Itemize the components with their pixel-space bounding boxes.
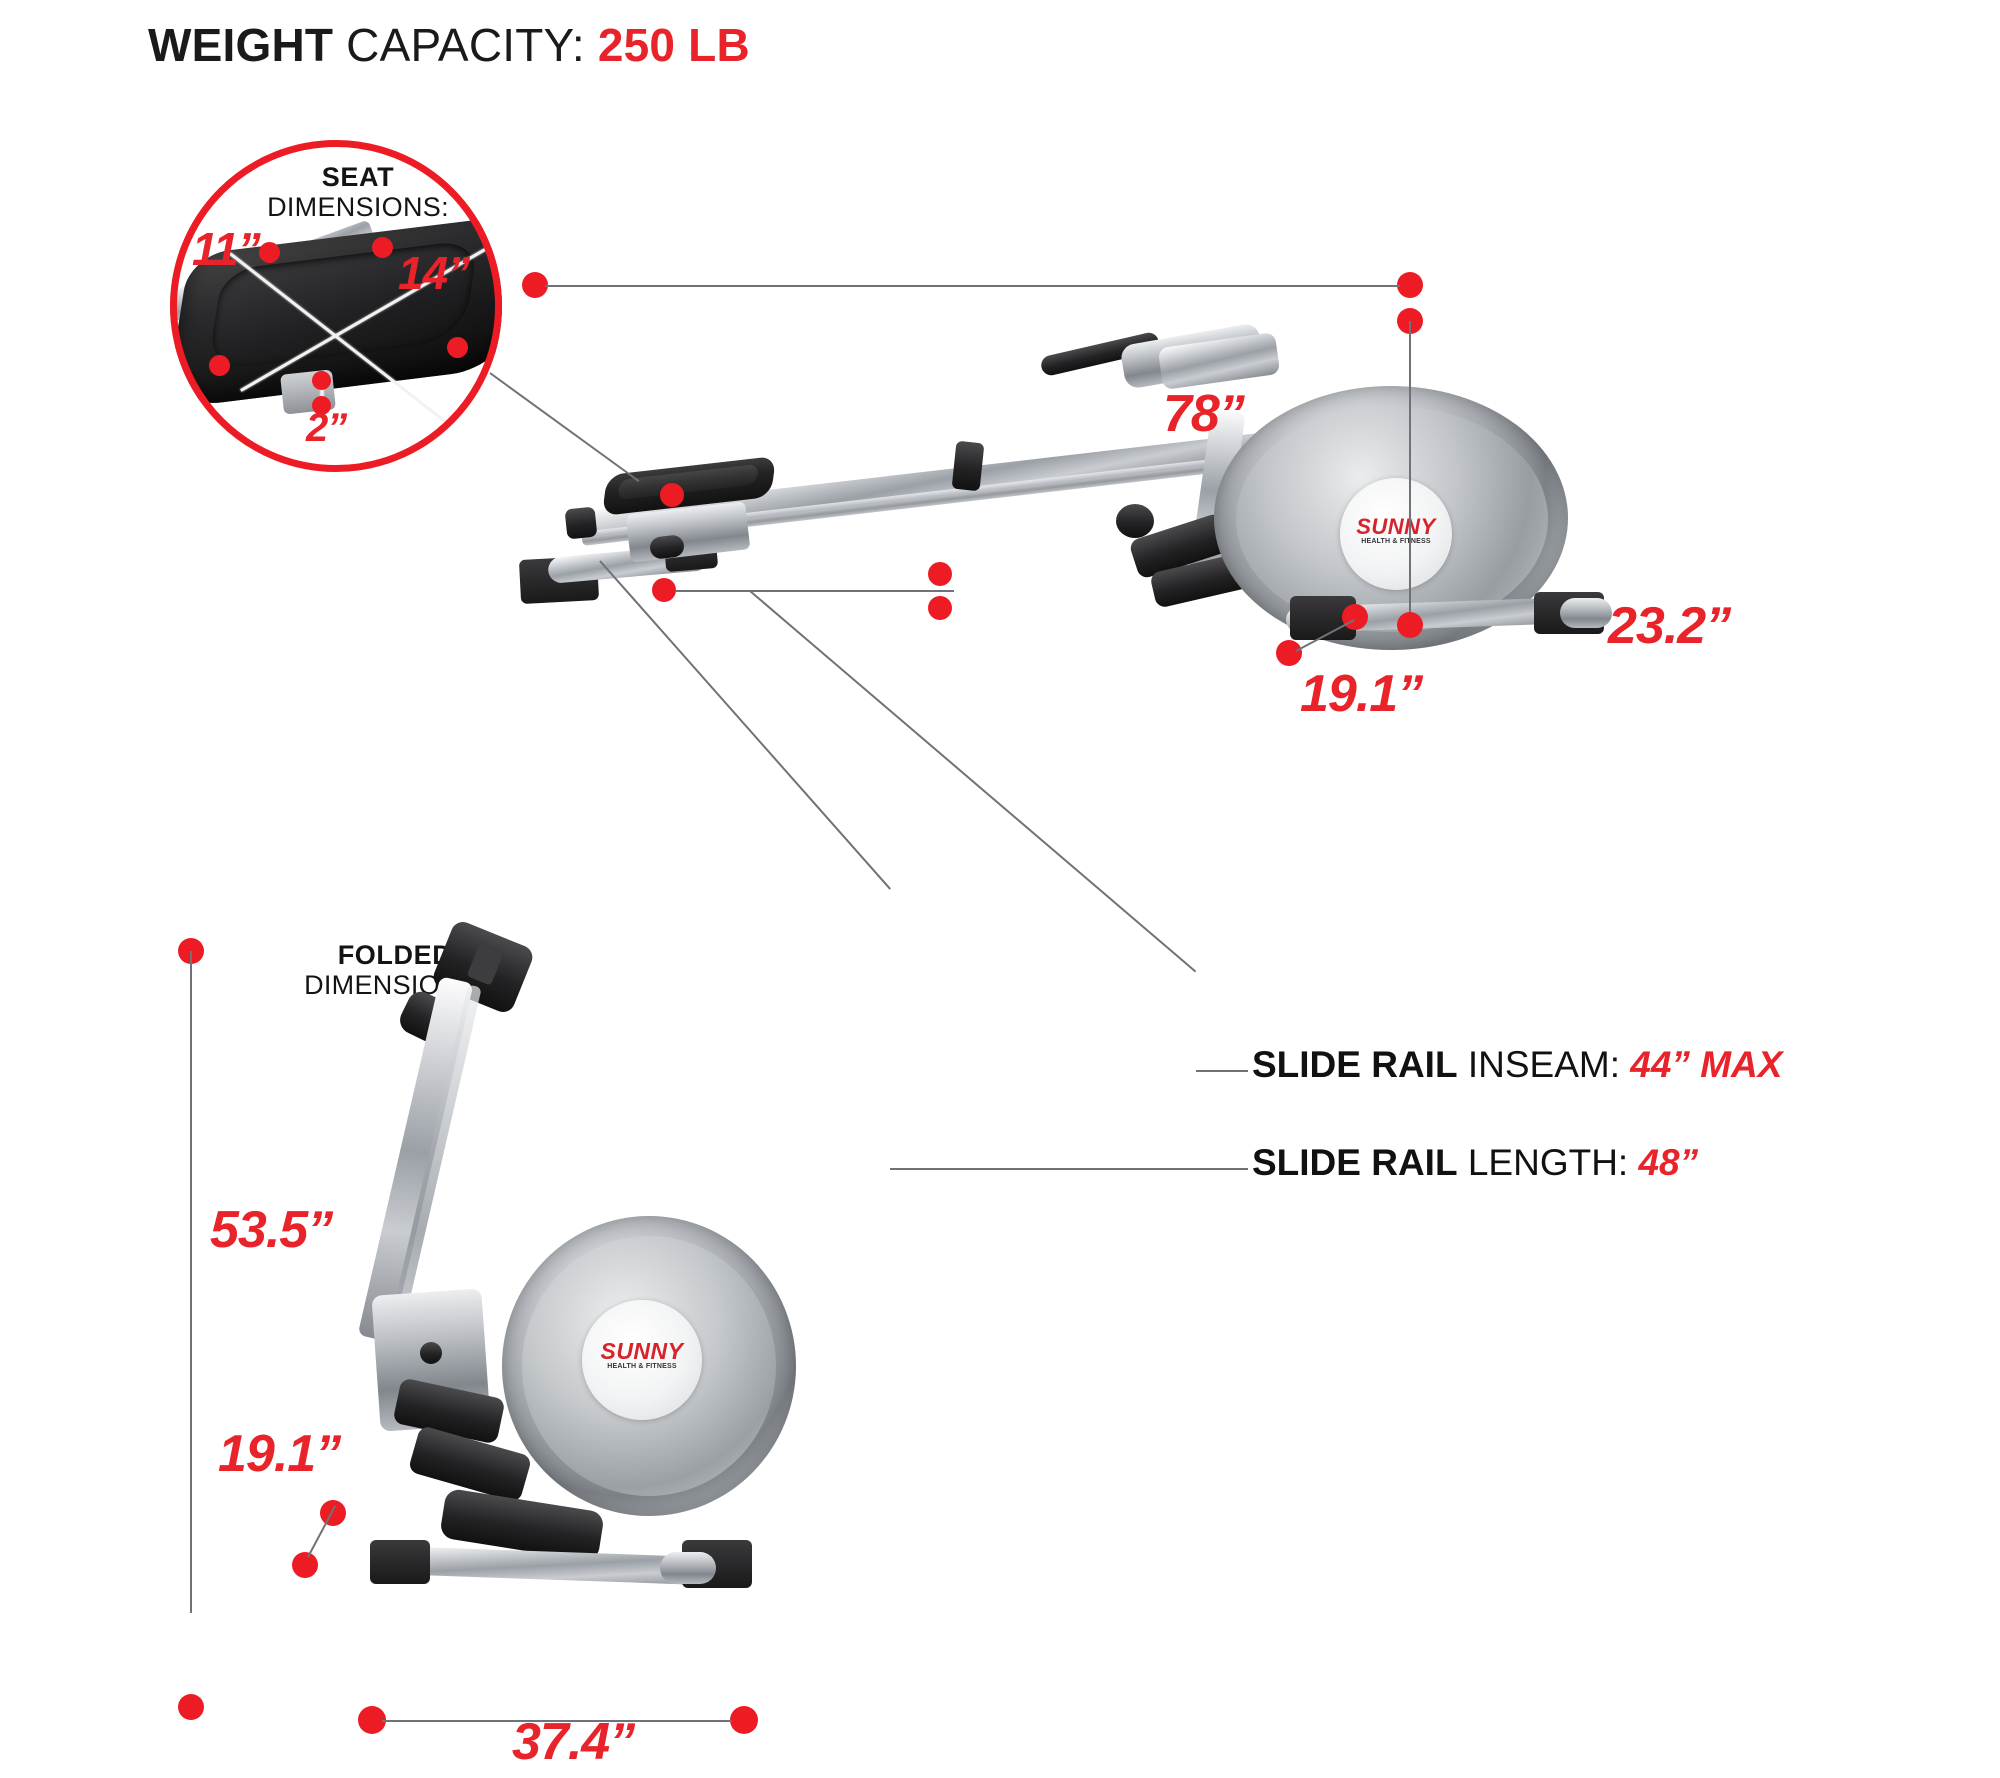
folded-width-dimension-line [382, 1720, 732, 1722]
brand-logo-tagline: HEALTH & FITNESS [1361, 538, 1431, 545]
seat-callout-title-bold: SEAT [321, 162, 395, 192]
height-dimension-line [1409, 321, 1411, 621]
page-title-bold: WEIGHT [148, 19, 334, 71]
seat-callout-leader-dot [660, 483, 684, 507]
folded-foot-pad-left [370, 1540, 430, 1584]
resistance-adjuster [951, 440, 985, 492]
slide-rail-length-value: 48” [1638, 1142, 1699, 1183]
brand-logo-name: SUNNY [1356, 514, 1436, 539]
slide-rail-length-normal: LENGTH: [1457, 1142, 1639, 1183]
height-label: 23.2” [1608, 597, 1731, 655]
seat-callout-ring [170, 140, 502, 472]
slide-rail-length-label: SLIDE RAIL LENGTH: 48” [1252, 1142, 1698, 1184]
seat-callout-title: SEAT DIMENSIONS: [258, 162, 458, 222]
brand-logo: SUNNY HEALTH & FITNESS [1340, 514, 1452, 546]
seat-width-dot-left [259, 242, 280, 263]
length-dot-right [1397, 272, 1423, 298]
slide-rail-length-dot [652, 578, 676, 602]
length-dot-left [522, 272, 548, 298]
brand-hub-plate [1340, 478, 1452, 590]
seat-thickness-dot-top [312, 371, 331, 390]
folded-hinge-pin [420, 1342, 442, 1364]
seat-depth-dot-right [447, 337, 468, 358]
seat-width-dot-right [372, 237, 393, 258]
seat-depth-dot-left [209, 355, 230, 376]
page-title: WEIGHT CAPACITY: 250 LB [148, 18, 750, 72]
rower-illustration-unfolded: SUNNY HEALTH & FITNESS [500, 322, 1720, 800]
tension-knob [1116, 504, 1154, 538]
folded-height-label: 53.5” [210, 1201, 333, 1259]
folded-height-dot-bottom [178, 1694, 204, 1720]
folded-width-label: 37.4” [512, 1713, 635, 1771]
seat-depth-label: 14” [398, 247, 470, 299]
rail-end-cap [564, 506, 598, 540]
slide-rail-inseam-dot-b [928, 596, 952, 620]
width-dot-near [1276, 640, 1302, 666]
slide-rail-inseam-bold: SLIDE RAIL [1252, 1044, 1458, 1085]
folded-brand-logo-name: SUNNY [600, 1338, 684, 1364]
slide-rail-inseam-normal: INSEAM: [1457, 1044, 1631, 1085]
width-dot-far [1342, 604, 1368, 630]
folded-depth-dot-lower [292, 1552, 318, 1578]
seat-thickness-dot-bottom [312, 396, 331, 415]
transport-wheel [1560, 598, 1612, 628]
page-title-value: 250 LB [597, 19, 750, 71]
folded-depth-dot-upper [320, 1500, 346, 1526]
length-dimension-line [545, 285, 1400, 287]
folded-callout-title-bold: FOLDED [337, 940, 453, 970]
folded-transport-wheel [660, 1552, 716, 1584]
height-dot-bottom [1397, 612, 1423, 638]
folded-brand-hub-plate [582, 1300, 702, 1420]
folded-height-dimension-line-lower [190, 1301, 192, 1613]
folded-depth-label: 19.1” [218, 1425, 341, 1483]
width-label: 19.1” [1300, 665, 1423, 723]
slide-rail-inseam-dot-a [928, 562, 952, 586]
folded-brand-logo-tagline: HEALTH & FITNESS [607, 1363, 677, 1370]
seat-callout-title-normal: DIMENSIONS: [267, 192, 449, 223]
slide-rail-length-leader-tail [890, 1168, 1248, 1170]
folded-height-dimension-line [190, 951, 192, 1319]
slide-rail-inseam-leader-h [676, 590, 954, 592]
rower-illustration-folded: SUNNY HEALTH & FITNESS [330, 918, 950, 1680]
folded-width-dot-right [730, 1706, 758, 1734]
slide-rail-inseam-label: SLIDE RAIL INSEAM: 44” MAX [1252, 1044, 1782, 1086]
folded-width-dot-left [358, 1706, 386, 1734]
page-title-normal: CAPACITY: [333, 19, 598, 71]
folded-brand-logo: SUNNY HEALTH & FITNESS [582, 1338, 702, 1371]
slide-rail-inseam-leader-tail [1196, 1070, 1248, 1072]
seat-width-label: 11” [192, 223, 261, 275]
seat-thickness-label: 2” [306, 406, 347, 450]
length-label: 78” [1163, 385, 1245, 443]
slide-rail-inseam-value: 44” MAX [1630, 1044, 1783, 1085]
slide-rail-length-bold: SLIDE RAIL [1252, 1142, 1458, 1183]
